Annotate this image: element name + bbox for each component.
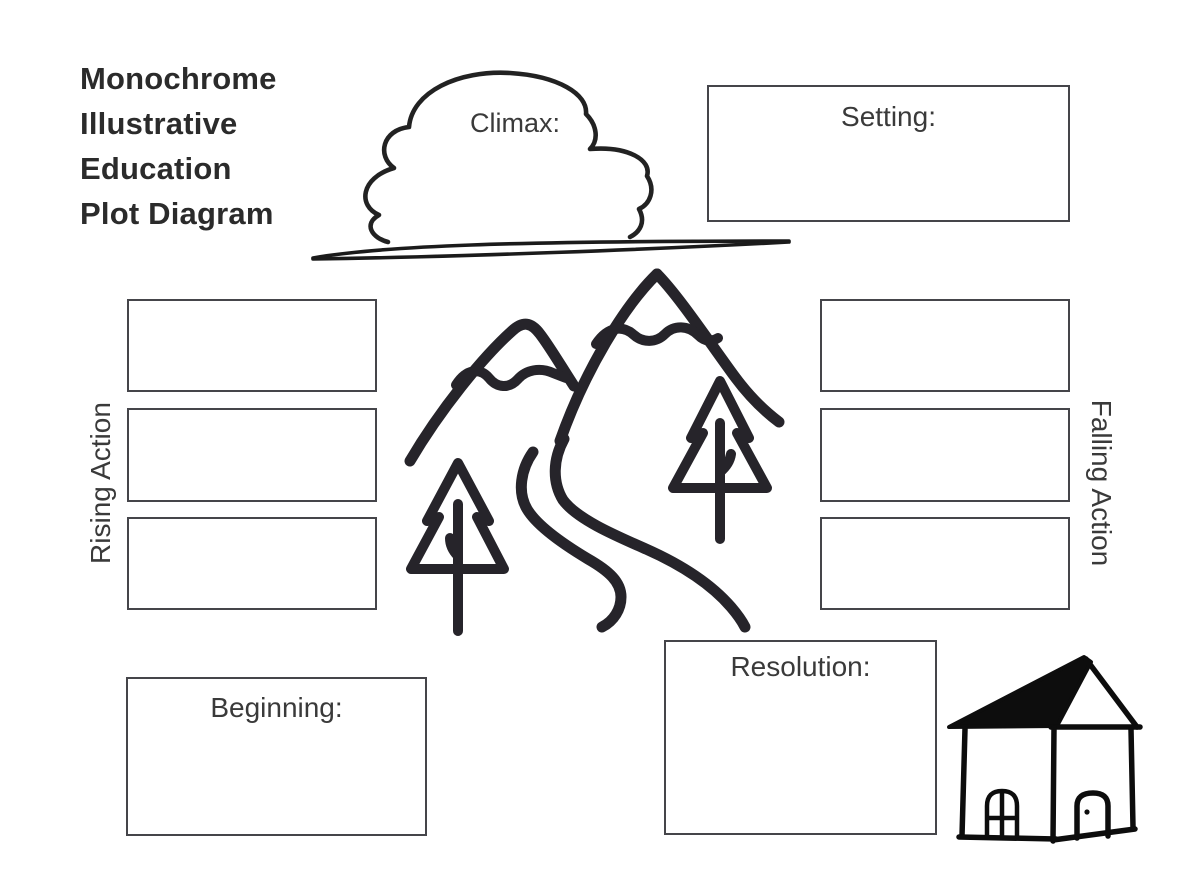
falling-action-label: Falling Action [1086, 399, 1117, 567]
setting-label: Setting: [841, 101, 936, 132]
gable-outline [1083, 656, 1140, 730]
title-line-2: Illustrative [80, 106, 238, 141]
falling-action-box-2[interactable] [820, 408, 1070, 502]
big-mountain-left-slope [554, 268, 663, 447]
beginning-label: Beginning: [210, 692, 343, 723]
pine-tree-icon [406, 458, 509, 636]
cloud-icon [311, 70, 791, 261]
big-mountain-right-slope [651, 268, 785, 428]
rising-action-box-2[interactable] [127, 408, 377, 502]
middle-wall [1050, 725, 1057, 844]
title-line-4: Plot Diagram [80, 196, 274, 231]
right-wall [1128, 726, 1136, 830]
beginning-field-box[interactable]: Beginning: [126, 677, 427, 836]
right-base [1050, 826, 1138, 843]
cloud-outline [363, 70, 654, 245]
left-base [956, 834, 1059, 842]
door-icon [1074, 790, 1111, 841]
ground-line-icon [311, 239, 791, 261]
snow-cap-icon [451, 364, 571, 391]
resolution-field-box[interactable]: Resolution: [664, 640, 937, 835]
house-icon [947, 655, 1143, 844]
title-line-1: Monochrome [80, 61, 277, 96]
winding-path-icon [515, 433, 751, 633]
rising-action-label: Rising Action [85, 402, 116, 564]
rising-action-box-3[interactable] [127, 517, 377, 610]
climax-label-text: Climax: [469, 108, 560, 138]
window-icon [984, 788, 1020, 840]
setting-field-box[interactable]: Setting: [707, 85, 1070, 222]
roof-shape [947, 655, 1093, 729]
mountains-icon [404, 268, 785, 636]
page-title: Monochrome Illustrative Education Plot D… [80, 56, 350, 236]
left-wall [959, 726, 968, 839]
falling-action-box-1[interactable] [820, 299, 1070, 392]
small-mountain-outline [404, 318, 580, 467]
pine-tree-icon [668, 376, 772, 544]
falling-action-box-3[interactable] [820, 517, 1070, 610]
climax-field[interactable]: Climax: [425, 108, 605, 139]
snow-cap-icon [591, 322, 723, 349]
rising-action-box-1[interactable] [127, 299, 377, 392]
resolution-label: Resolution: [730, 651, 871, 682]
title-line-3: Education [80, 151, 232, 186]
